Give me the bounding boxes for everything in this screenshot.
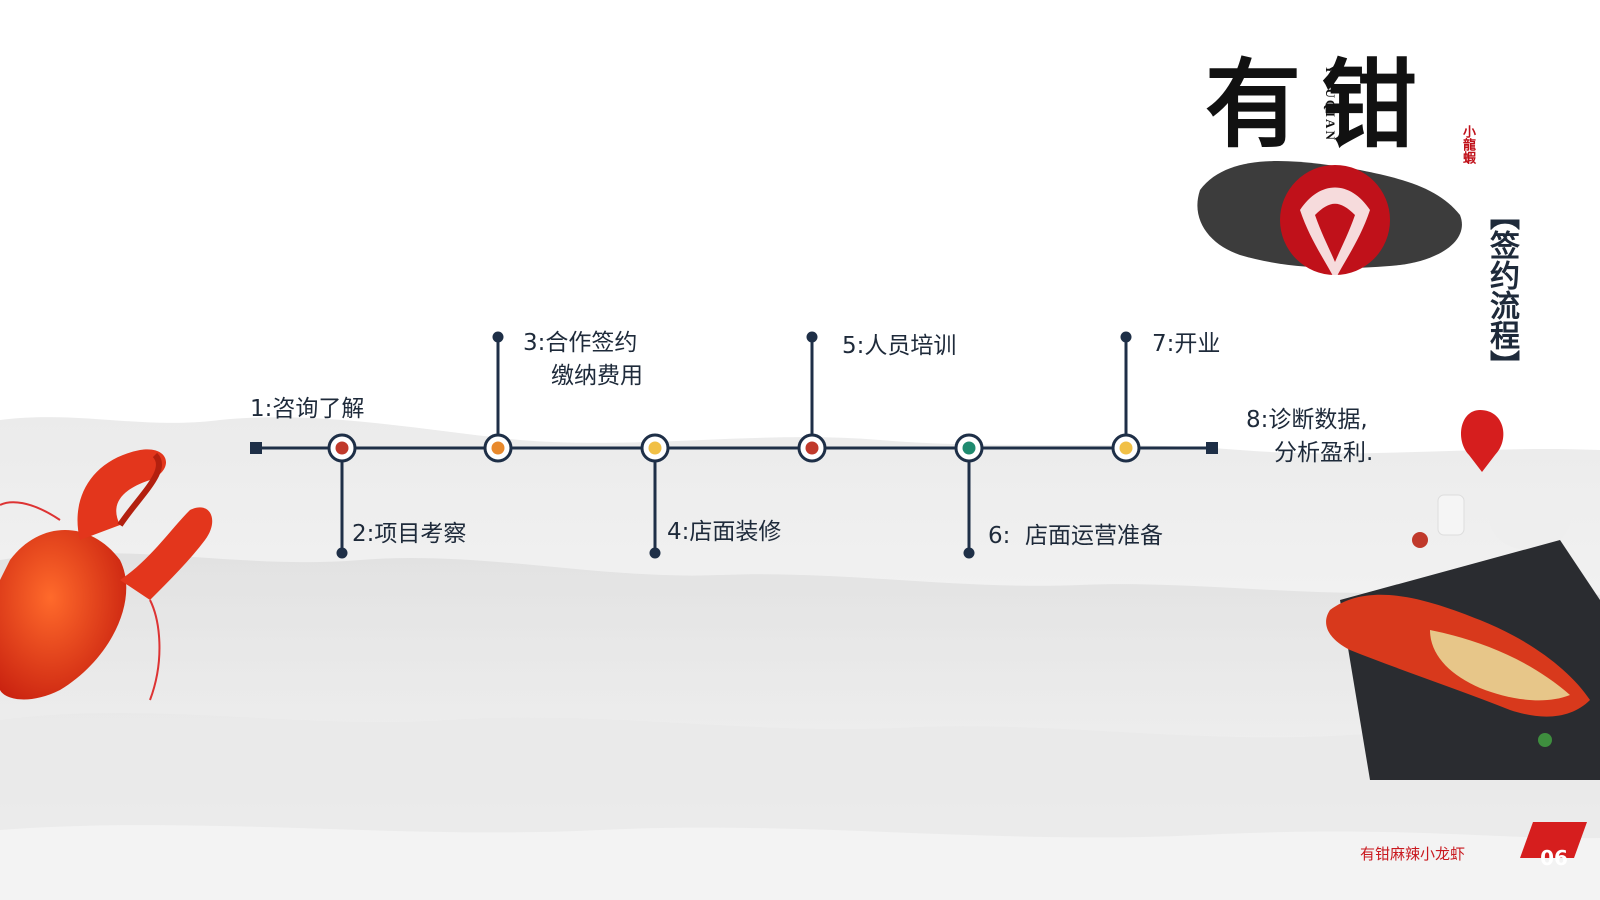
lobster-illustration-left [0,449,213,701]
step-3-label-2: 缴纳费用 [551,363,643,389]
footer-brand: 有钳麻辣小龙虾 [1360,845,1466,863]
step-5-label: 5:人员培训 [842,333,957,359]
timeline-node-dot [648,441,662,455]
step-4-label: 4:店面装修 [667,519,782,545]
timeline-end-cap [1206,442,1218,454]
timeline-node-dot [335,441,349,455]
step-3-label: 3:合作签约 [523,330,638,356]
step-8-label-2: 分析盈利. [1274,440,1374,466]
timeline-node-dot [962,441,976,455]
step-2-label: 2:项目考察 [352,521,467,547]
timeline-nodes [327,433,1141,463]
timeline-stem-end [1120,331,1132,343]
page-number-badge [1520,822,1587,858]
timeline-node-dot [805,441,819,455]
timeline-start-cap [250,442,262,454]
brand-logo-text: 有钳 [1205,48,1437,161]
timeline-stem-end [963,547,975,559]
timeline-axis [250,331,1218,559]
timeline-stem-end [336,547,348,559]
brand-ink-splash [1197,161,1462,280]
timeline-stem-end [492,331,504,343]
timeline-stem-end [649,547,661,559]
timeline-node-dot [1119,441,1133,455]
timeline-stem-end [806,331,818,343]
brand-roman: YOUQIAN [1323,65,1338,142]
timeline-node-dot [491,441,505,455]
section-title: 【签约流程】 [1484,200,1519,380]
lobster-dish-photo [1326,490,1600,780]
step-8-label: 8:诊断数据, [1246,407,1368,433]
brand-seal: 小龍蝦 [1460,125,1475,164]
page-number: 06 [1540,846,1568,870]
step-7-label: 7:开业 [1152,331,1221,357]
brand-logo: 有钳 [1205,55,1437,155]
step-6-label: 6: 店面运营准备 [988,523,1164,549]
step-1-label: 1:咨询了解 [250,396,365,422]
location-pin-icon [1461,410,1504,472]
